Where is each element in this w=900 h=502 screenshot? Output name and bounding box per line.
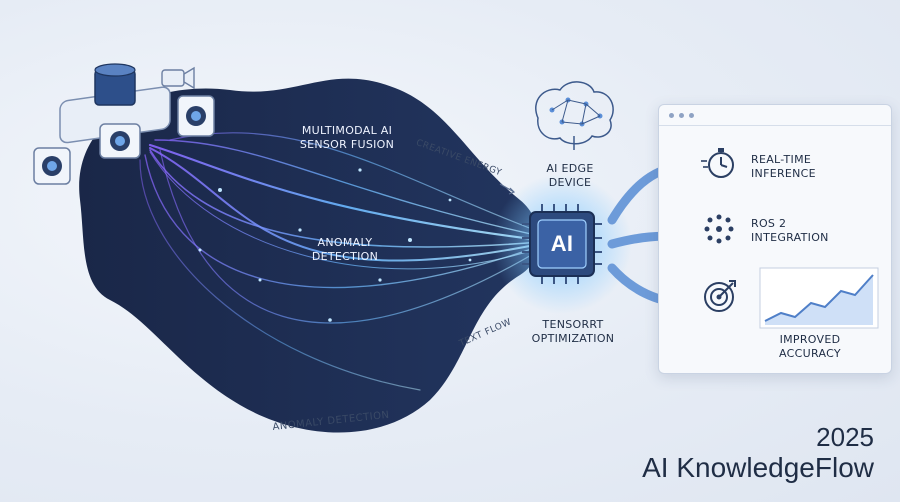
- footer-brand: AI KnowledgeFlow: [642, 452, 874, 483]
- growth-chart-icon: [759, 267, 879, 329]
- chip-label: AI: [550, 231, 574, 256]
- window-dot: [669, 112, 674, 118]
- window-dot: [679, 112, 684, 118]
- ai-chip-icon: [522, 204, 602, 284]
- sensor-rig-icon: [33, 63, 215, 185]
- window-dot: [689, 112, 694, 118]
- footer-year: 2025: [816, 422, 874, 452]
- stopwatch-icon: [701, 148, 734, 178]
- panel-titlebar: [659, 105, 891, 126]
- creative-arrow: [499, 183, 515, 193]
- target-icon: [704, 280, 736, 312]
- stream-lines: [139, 132, 542, 391]
- data-stream-blob: [79, 78, 539, 433]
- sparkle-dots: [198, 168, 472, 322]
- brain-icon: [535, 81, 614, 150]
- node-cluster-icon: [704, 214, 734, 244]
